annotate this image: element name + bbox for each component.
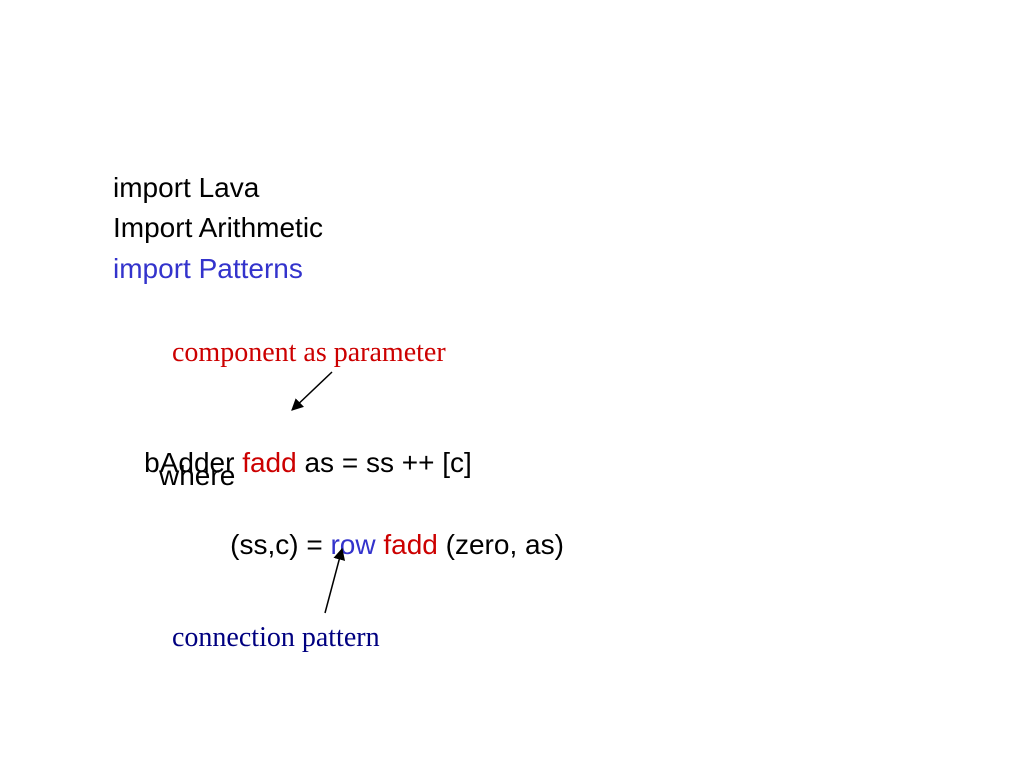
component-annotation: component as parameter	[172, 337, 446, 368]
import-arithmetic-line: Import Arithmetic	[113, 212, 324, 243]
badder-fadd-param: fadd	[242, 447, 297, 478]
where-line: where	[159, 460, 236, 491]
row-line: (ss,c) = row fadd (zero, as)	[199, 503, 564, 587]
ss-c-lhs: (ss,c) =	[230, 529, 331, 560]
connection-annotation: connection pattern	[172, 622, 380, 653]
import-lava-line: import Lava	[113, 172, 260, 203]
badder-line: bAdder fadd as = ss ++ [c]	[113, 421, 472, 505]
import-patterns-line: import Patterns	[113, 253, 303, 284]
component-arrow-icon	[291, 371, 333, 411]
row-function: row	[330, 529, 376, 560]
row-fadd-arg: fadd	[383, 529, 438, 560]
badder-rest: as = ss ++ [c]	[296, 447, 472, 478]
badder-name: bAdder	[144, 447, 243, 478]
row-rest: (zero, as)	[437, 529, 564, 560]
